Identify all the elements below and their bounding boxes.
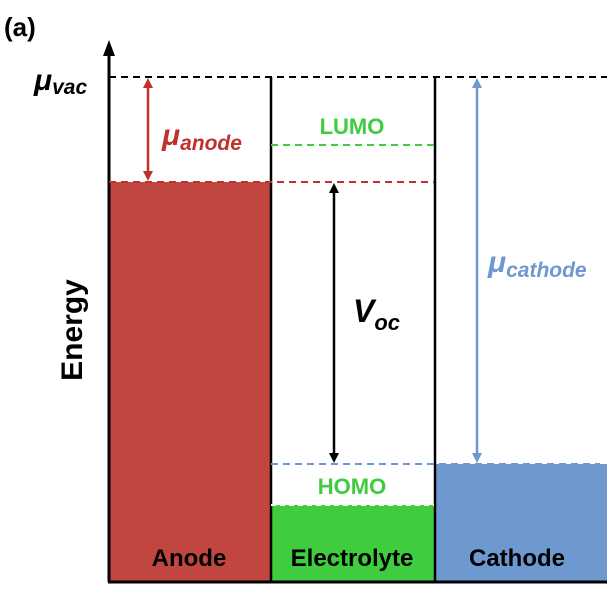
panel-label: (a) — [4, 12, 36, 42]
cathode-label: Cathode — [469, 545, 565, 572]
y-axis-label: Energy — [56, 279, 89, 381]
homo-label: HOMO — [318, 474, 386, 499]
anode-block — [109, 182, 270, 582]
cathode-block — [435, 464, 607, 582]
mu-anode-label: μanode — [161, 119, 242, 155]
electrolyte-block — [271, 505, 434, 582]
mu-cathode-label: μcathode — [487, 246, 587, 282]
energy-axis-arrowhead — [103, 40, 115, 56]
mu-vac-label: μvac — [33, 64, 87, 99]
voc-label: Voc — [353, 293, 400, 335]
electrolyte-label: Electrolyte — [291, 545, 414, 572]
lumo-label: LUMO — [320, 114, 385, 139]
anode-label: Anode — [152, 545, 227, 572]
